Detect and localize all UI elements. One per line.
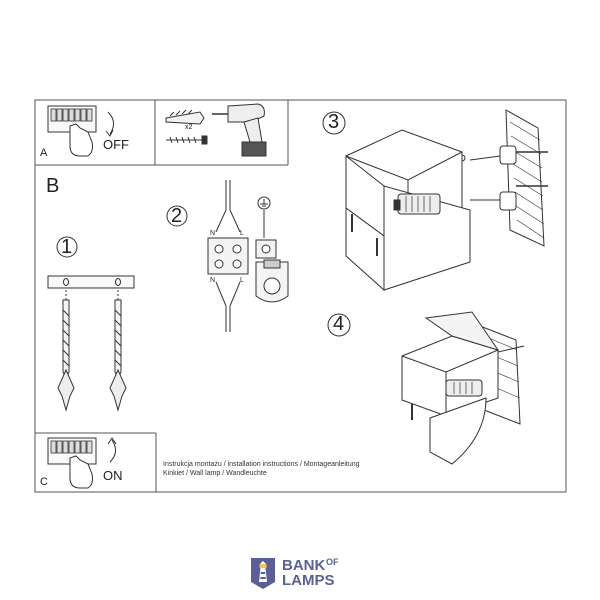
- panel-b-label: B: [46, 175, 60, 197]
- step-4-number: 4: [333, 313, 345, 335]
- panel-a-label: A: [40, 147, 48, 159]
- step-4-badge: [327, 313, 351, 337]
- ground-symbol-icon: [257, 196, 271, 238]
- brand-word-bank: BANK: [282, 557, 326, 574]
- wall-plug-icon: [165, 109, 205, 125]
- wire-icon: [215, 180, 241, 332]
- wire-n-top: N: [210, 230, 216, 237]
- brand-word-lamps: LAMPS: [282, 572, 335, 589]
- lighthouse-icon: [251, 558, 275, 589]
- drill-icon: [212, 103, 267, 157]
- brand-logo: BANK OF LAMPS: [248, 556, 358, 590]
- wall-bracket-icon: [47, 275, 135, 289]
- drill-bit-icon: [62, 290, 122, 380]
- anchor-icon: [57, 368, 127, 412]
- brand-word-of: OF: [326, 557, 339, 567]
- screw-qty-label: x2: [185, 124, 193, 131]
- step-2-badge: [166, 205, 188, 227]
- outer-frame: [34, 99, 567, 493]
- ground-terminal-icon: [255, 239, 289, 303]
- step-3-number: 3: [328, 111, 340, 133]
- instructions-line-2: Kinkiet / Wall lamp / Wandleuchte: [163, 470, 267, 477]
- wire-l-bottom: L: [240, 277, 244, 284]
- terminal-block-icon: [207, 237, 249, 275]
- wire-l-top: L: [240, 230, 244, 237]
- panel-c-label: C: [40, 476, 48, 488]
- step-2-number: 2: [171, 205, 183, 227]
- step-1-number: 1: [61, 236, 73, 258]
- wall-panel-icon: [505, 109, 545, 247]
- on-label: ON: [103, 468, 123, 483]
- screw-icon: [166, 135, 208, 145]
- step-3-badge: [322, 111, 346, 135]
- installed-lamp-icon: [401, 311, 525, 465]
- off-label: OFF: [103, 137, 129, 152]
- instructions-line-1: Instrukcja montażu / installation instru…: [163, 461, 360, 468]
- step-1-badge: [56, 236, 78, 258]
- breaker-off-icon: [47, 105, 114, 157]
- wire-n-bottom: N: [210, 277, 216, 284]
- breaker-on-icon: [47, 437, 117, 489]
- cube-lamp-icon: [345, 129, 501, 292]
